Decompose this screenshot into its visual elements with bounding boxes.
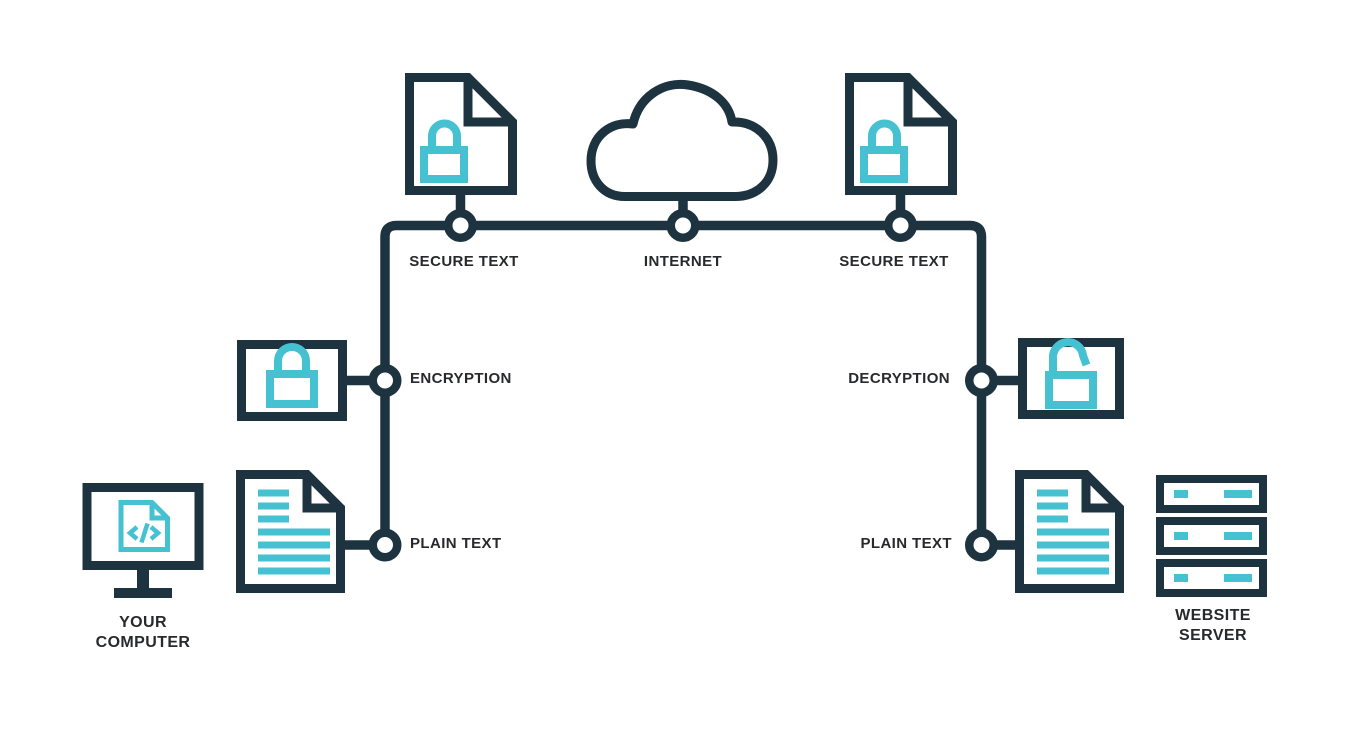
junction-nodes bbox=[368, 209, 998, 562]
your-computer-caption-line2: COMPUTER bbox=[95, 634, 191, 651]
node-secure-text-right bbox=[884, 209, 917, 242]
decryption-label: DECRYPTION bbox=[848, 370, 950, 387]
your-computer-caption-line1: YOUR bbox=[119, 614, 167, 631]
locked-document-icon bbox=[405, 73, 517, 195]
node-secure-text-left bbox=[444, 209, 477, 242]
lock-body bbox=[266, 370, 318, 408]
node-plain-text-right bbox=[965, 528, 998, 562]
code-document-icon bbox=[118, 500, 170, 552]
text-document-icon bbox=[236, 470, 345, 593]
website-server-caption-line1: WEBSITE bbox=[1175, 607, 1251, 624]
your-computer-caption: YOUR COMPUTER bbox=[43, 613, 243, 653]
lock-shackle bbox=[274, 343, 310, 372]
computer-monitor-icon bbox=[82, 483, 204, 598]
lock-shackle-open bbox=[1048, 338, 1091, 373]
cloud-icon bbox=[586, 79, 778, 201]
plain-text-right-label: PLAIN TEXT bbox=[860, 535, 952, 552]
document-text-lines bbox=[258, 489, 330, 575]
plain-text-left-label: PLAIN TEXT bbox=[410, 535, 502, 552]
main-rail bbox=[380, 220, 987, 549]
lock-shackle bbox=[868, 119, 901, 148]
lock-body bbox=[420, 146, 468, 183]
server-indicator-lights bbox=[1174, 490, 1252, 582]
padlock-unlocked-icon bbox=[1018, 338, 1124, 419]
monitor-stand bbox=[137, 565, 149, 591]
encryption-label: ENCRYPTION bbox=[410, 370, 512, 387]
node-encryption bbox=[368, 364, 402, 397]
secure-text-left-label: SECURE TEXT bbox=[409, 253, 519, 270]
document-text-lines bbox=[1037, 489, 1109, 575]
text-document-icon bbox=[1015, 470, 1124, 593]
padlock-locked-icon bbox=[237, 340, 347, 421]
monitor-base bbox=[114, 588, 172, 598]
locked-document-icon bbox=[845, 73, 957, 195]
secure-text-right-label: SECURE TEXT bbox=[839, 253, 949, 270]
node-plain-text-left bbox=[368, 528, 402, 562]
lock-shackle bbox=[428, 119, 461, 148]
website-server-caption: WEBSITE SERVER bbox=[1113, 606, 1313, 646]
node-decryption bbox=[965, 364, 998, 397]
website-server-caption-line2: SERVER bbox=[1179, 627, 1247, 644]
server-rack-icon bbox=[1156, 475, 1267, 597]
lock-body bbox=[1045, 371, 1097, 409]
lock-body bbox=[860, 146, 908, 183]
internet-label: INTERNET bbox=[643, 253, 723, 270]
node-internet bbox=[666, 209, 700, 242]
